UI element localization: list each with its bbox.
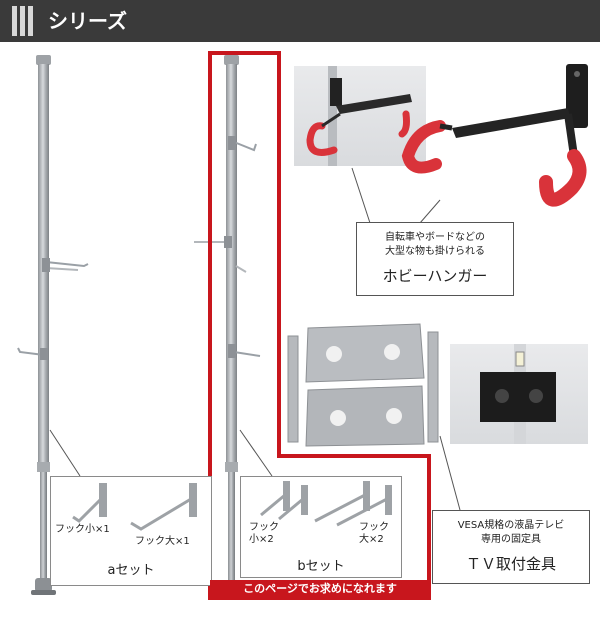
section-title: シリーズ <box>48 9 127 33</box>
pole-b-hooks <box>194 136 261 358</box>
set-a-box: フック小×1 フック大×1 aセット <box>50 476 212 586</box>
hobby-hanger-caption-2: 大型な物も掛けられる <box>385 246 485 257</box>
set-b-hook-small-1: フック <box>249 522 279 533</box>
set-a-hooks-image <box>72 483 197 531</box>
tv-mount-name: ＴＶ取付金具 <box>465 555 556 573</box>
tv-mount-callout: VESA規格の液晶テレビ 専用の固定具 ＴＶ取付金具 <box>432 510 590 584</box>
set-b-hook-large-2: 大×2 <box>359 534 384 545</box>
tv-mount-caption-1: VESA規格の液晶テレビ <box>457 520 565 531</box>
header-stripe <box>20 6 25 36</box>
hobby-hanger-image <box>401 64 588 207</box>
section-header: シリーズ <box>0 0 600 42</box>
tv-mount-caption-2: 専用の固定具 <box>481 534 541 545</box>
set-a-hook-small: フック小×1 <box>55 524 110 535</box>
set-b-hook-small-2: 小×2 <box>249 534 274 545</box>
header-stripe <box>12 6 17 36</box>
set-b-box: フック 小×2 フック 大×2 bセット <box>240 476 402 578</box>
pole-a-hooks <box>17 258 89 360</box>
set-b-label: bセット <box>297 559 345 574</box>
hobby-hanger-callout: 自転車やボードなどの 大型な物も掛けられる ホビーハンガー <box>356 222 514 296</box>
available-here-banner: このページでお求めになれます <box>210 580 430 598</box>
set-b-hooks-image <box>260 481 392 527</box>
set-a-label: aセット <box>107 563 155 578</box>
header-stripe <box>28 6 33 36</box>
set-b-hook-large-1: フック <box>359 522 389 533</box>
hobby-hanger-name: ホビーハンガー <box>382 267 488 285</box>
set-a-hook-large: フック大×1 <box>135 536 190 547</box>
tv-mount-photo <box>450 344 588 444</box>
tv-bracket-plates <box>287 323 439 447</box>
hobby-hanger-caption-1: 自転車やボードなどの <box>385 232 485 243</box>
